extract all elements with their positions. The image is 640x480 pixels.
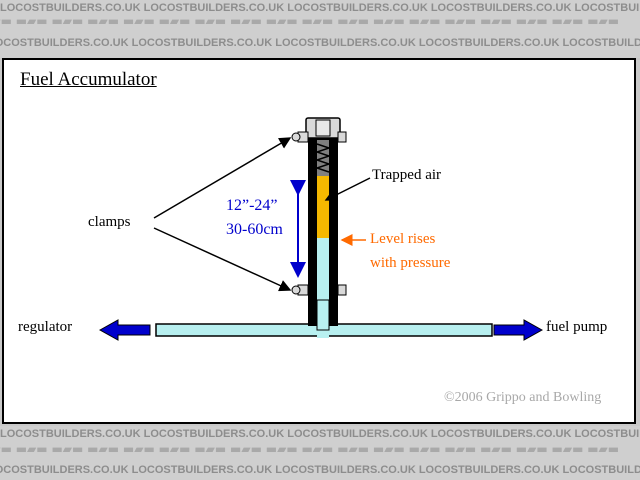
fuel-pump-flow-arrow bbox=[493, 319, 544, 341]
clamps-pointer-upper bbox=[153, 137, 292, 219]
watermark-row: LOCOSTBUILDERS.CO.UK LOCOSTBUILDERS.CO.U… bbox=[0, 428, 640, 440]
regulator-label: regulator bbox=[18, 319, 73, 335]
length-metric-label: 30-60cm bbox=[226, 221, 283, 238]
trapped-air bbox=[317, 176, 329, 238]
level-rises-label: Level rises bbox=[370, 231, 436, 247]
watermark-row: LOCOSTBUILDERS.CO.UK LOCOSTBUILDERS.CO.U… bbox=[0, 464, 640, 476]
spring bbox=[314, 143, 332, 173]
clamps-pointer-lower bbox=[153, 227, 292, 292]
fuel-pump-label: fuel pump bbox=[546, 319, 608, 335]
trapped-air-pointer bbox=[324, 177, 371, 201]
trapped-air-label: Trapped air bbox=[372, 167, 442, 183]
length-imperial-label: 12”-24” bbox=[226, 197, 278, 214]
watermark-band-top: LOCOSTBUILDERS.CO.UK LOCOSTBUILDERS.CO.U… bbox=[0, 0, 640, 58]
copyright-credit: ©2006 Grippo and Bowling bbox=[444, 390, 602, 405]
diagram-panel: Fuel Accumulator bbox=[2, 58, 636, 424]
diagram-title: Fuel Accumulator bbox=[20, 69, 157, 90]
tube-stub bbox=[316, 299, 330, 331]
watermark-row: LOCOSTBUILDERS.CO.UK LOCOSTBUILDERS.CO.U… bbox=[0, 37, 640, 49]
accumulator-diagram bbox=[98, 117, 544, 341]
with-pressure-label: with pressure bbox=[370, 255, 451, 271]
regulator-flow-arrow bbox=[98, 319, 151, 341]
watermark-band-bottom: LOCOSTBUILDERS.CO.UK LOCOSTBUILDERS.CO.U… bbox=[0, 426, 640, 480]
watermark-car-row: ▬▰▬ ▬▰▬ ▬▰▬ ▬▰▬ ▬▰▬ ▬▰▬ ▬▰▬ ▬▰▬ ▬▰▬ ▬▰▬ … bbox=[0, 442, 620, 456]
clamp-lower bbox=[291, 284, 347, 296]
watermark-row: LOCOSTBUILDERS.CO.UK LOCOSTBUILDERS.CO.U… bbox=[0, 2, 640, 14]
clamps-label: clamps bbox=[88, 214, 131, 230]
watermark-car-row: ▬▰▬ ▬▰▬ ▬▰▬ ▬▰▬ ▬▰▬ ▬▰▬ ▬▰▬ ▬▰▬ ▬▰▬ ▬▰▬ … bbox=[0, 14, 620, 28]
clamp-upper bbox=[291, 131, 347, 143]
